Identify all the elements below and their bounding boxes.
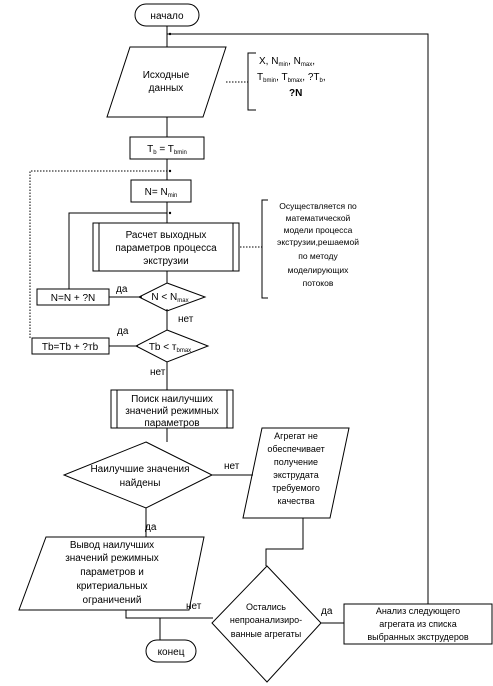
- end-label: конец: [158, 647, 185, 658]
- input-label-2: данных: [149, 83, 184, 94]
- calc-note-line-1: Осуществляется по: [279, 201, 357, 211]
- tb-init-process: [129, 136, 205, 160]
- connectors: [29, 26, 429, 640]
- calc-note-line-3: модели процесса: [284, 225, 353, 235]
- remaining-label-3: ванные агрегаты: [231, 629, 301, 639]
- fail-label-4: экструдата: [273, 470, 318, 480]
- remaining-label-1: Остались: [246, 602, 286, 612]
- start-label: начало: [150, 11, 184, 22]
- n-cond-label: N < Nmax: [151, 292, 188, 304]
- search-predefined-process: [110, 389, 234, 429]
- tb-cond-decision: [134, 329, 210, 363]
- remaining-yes-label: да: [321, 606, 333, 617]
- input-note-line-2: Tbmin, Tbmax, ?Tb,: [257, 72, 326, 84]
- input-note-line-1: X, Nmin, Nmax,: [259, 56, 315, 68]
- input-note-line-3: ?N: [289, 88, 302, 99]
- n-inc-label: N=N + ?N: [51, 293, 95, 304]
- n-cond-decision: [137, 282, 207, 312]
- calc-note-line-5: по методу: [298, 251, 338, 261]
- calc-note-line-2: математической: [286, 213, 351, 223]
- calc-predefined-process: [92, 222, 240, 272]
- output-parallelogram: [18, 536, 205, 611]
- tb-cond-yes-label: да: [117, 326, 129, 337]
- connector-dot: [168, 169, 172, 173]
- best-found-label-1: Наилучшие значения: [90, 464, 189, 475]
- best-found-yes-label: да: [145, 522, 157, 533]
- tb-cond-label: Tb < тbmax: [149, 342, 191, 354]
- fail-label-5: требуемого: [272, 483, 320, 493]
- next-label-1: Анализ следующего: [376, 606, 460, 616]
- search-label-3: параметров: [144, 418, 199, 429]
- connector-next-loop: [167, 33, 429, 604]
- input-parallelogram: [106, 46, 227, 118]
- tb-init-label: Tb = Tbmin: [147, 144, 187, 156]
- connector-dot: [168, 32, 172, 36]
- calc-note: Осуществляется по математической модели …: [277, 201, 359, 288]
- fail-label-2: обеспечивает: [267, 444, 324, 454]
- calc-note-line-7: потоков: [303, 278, 334, 288]
- connector-dot: [168, 211, 172, 215]
- tb-inc-process: [31, 337, 110, 355]
- next-label-2: агрегата из списка: [379, 619, 456, 629]
- remaining-decision: [211, 565, 322, 683]
- fail-label-3: получение: [274, 457, 318, 467]
- calc-label-2: параметров процесса: [115, 243, 217, 254]
- next-label-3: выбранных экструдеров: [367, 632, 468, 642]
- end-terminator: [145, 639, 197, 663]
- connector-ninc-loop: [68, 212, 167, 289]
- connector-remaining-end: [159, 617, 210, 640]
- n-init-process: [130, 179, 192, 203]
- remaining-label-2: непроанализиро-: [230, 615, 302, 625]
- best-found-decision: [62, 441, 214, 509]
- n-init-label: N= Nmin: [145, 187, 178, 199]
- fail-label-1: Агрегат не: [274, 431, 318, 441]
- calc-label-3: экструзии: [143, 256, 188, 267]
- tb-inc-label: Tb=Tb + ?тb: [42, 342, 99, 353]
- output-label-4: критериальных: [76, 581, 147, 592]
- tb-cond-no-label: нет: [150, 367, 166, 378]
- connector-tbinc-loop: [29, 170, 167, 338]
- fail-label-6: качества: [278, 496, 315, 506]
- best-found-label-2: найдены: [120, 478, 161, 489]
- start-terminator: [134, 3, 200, 27]
- fail-parallelogram: [242, 427, 350, 519]
- remaining-no-label: нет: [186, 601, 202, 612]
- search-label-2: значений режимных: [125, 406, 219, 417]
- connector-fail-remaining: [265, 518, 304, 566]
- next-process: [343, 603, 493, 645]
- calc-label-1: Расчет выходных: [126, 230, 207, 241]
- input-label-1: Исходные: [143, 70, 190, 81]
- best-found-no-label: нет: [224, 461, 240, 472]
- output-label-3: параметров и: [80, 567, 144, 578]
- calc-note-line-6: моделирующих: [288, 265, 349, 275]
- output-label-2: значений режимных: [65, 553, 159, 564]
- calc-note-line-4: экструзии,решаемой: [277, 237, 359, 247]
- input-note: X, Nmin, Nmax, Tbmin, Tbmax, ?Tb, ?N: [257, 56, 326, 99]
- n-cond-no-label: нет: [178, 314, 194, 325]
- output-label-5: ограничений: [83, 595, 142, 606]
- output-label-1: Вывод наилучших: [70, 540, 154, 551]
- calc-note-bracket: [261, 199, 268, 299]
- n-inc-process: [36, 288, 110, 306]
- search-label-1: Поиск наилучших: [131, 394, 213, 405]
- n-cond-yes-label: да: [116, 284, 128, 295]
- input-note-bracket: [247, 52, 256, 111]
